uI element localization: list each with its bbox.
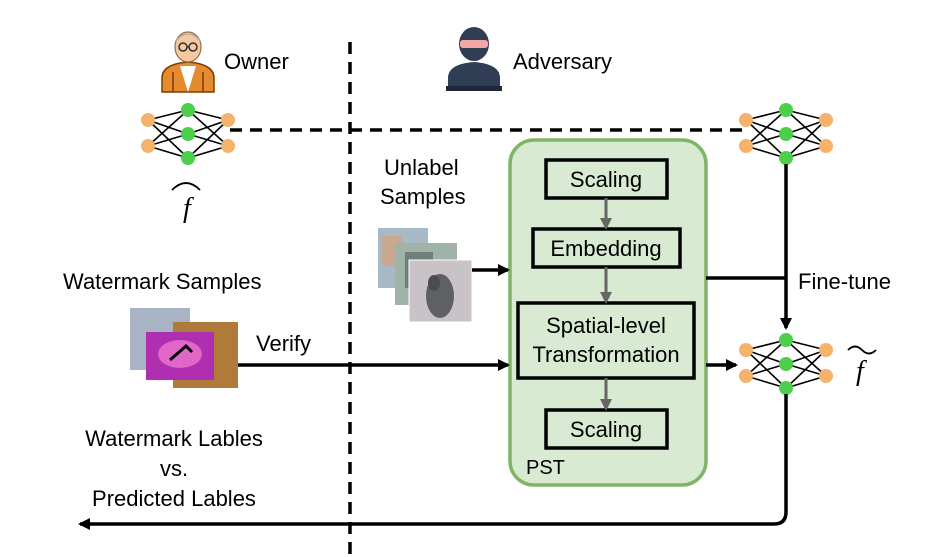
owner-label: Owner: [224, 49, 289, 74]
watermark-samples-label: Watermark Samples: [63, 269, 261, 294]
unlabel-samples-images: [378, 228, 473, 323]
output-line3: Predicted Lables: [92, 486, 256, 511]
adversary-avatar-icon: [446, 27, 502, 91]
output-return-path: [78, 394, 788, 530]
pst-step-scaling-1: [544, 158, 669, 200]
output-line2: vs.: [160, 456, 188, 481]
pst-step-spatial-line2: Transformation: [532, 342, 679, 367]
stolen-model-tilde: [847, 345, 877, 355]
original-model-hat: [171, 182, 201, 191]
pst-step-scaling-2-label: Scaling: [570, 417, 642, 442]
pst-step-embedding-label: Embedding: [550, 236, 661, 261]
output-line1: Watermark Lables: [85, 426, 263, 451]
adversary-label: Adversary: [513, 49, 612, 74]
verify-label: Verify: [256, 331, 311, 356]
stolen-model-network-icon: [739, 333, 833, 395]
stolen-model-symbol: f: [856, 356, 867, 387]
pst-step-scaling-2: [544, 408, 669, 450]
unlabel-samples-line2: Samples: [380, 184, 466, 209]
owner-avatar-icon: [161, 31, 215, 93]
fine-tune-label: Fine-tune: [798, 269, 891, 294]
copied-model-network-icon: [739, 103, 833, 165]
pst-label: PST: [526, 457, 565, 479]
unlabel-samples-line1: Unlabel: [384, 155, 459, 180]
original-model-symbol: f: [183, 193, 194, 224]
watermark-samples-images: [130, 308, 238, 388]
pst-step-scaling-1-label: Scaling: [570, 167, 642, 192]
original-model-network-icon: [141, 103, 235, 165]
pst-step-spatial-line1: Spatial-level: [546, 313, 666, 338]
